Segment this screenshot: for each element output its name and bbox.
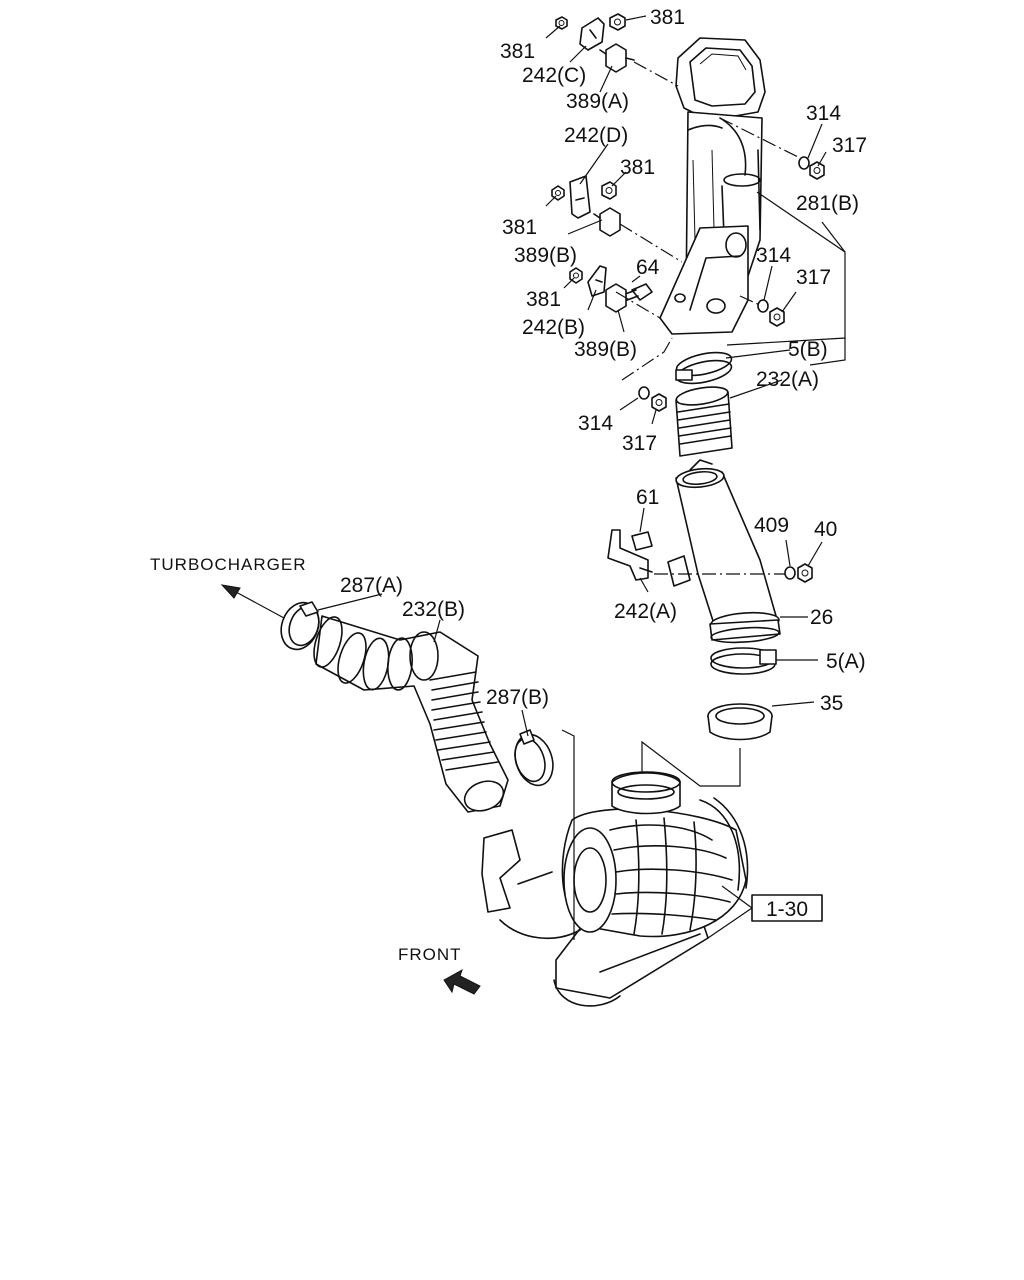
label-5a: 5(A) (826, 650, 866, 673)
label-35: 35 (820, 692, 843, 715)
callout-bracket-281b (726, 191, 846, 366)
label-314-lower: 314 (578, 412, 613, 435)
reference-box-1-30: 1-30 (707, 885, 823, 939)
label-242a: 242(A) (614, 600, 677, 623)
upper-intake-duct (659, 37, 766, 335)
label-381-mid-right: 381 (620, 156, 655, 179)
label-409: 409 (754, 514, 789, 537)
label-287a: 287(A) (340, 574, 403, 597)
clamp-287a (280, 601, 320, 651)
rubber-hose-232b (313, 615, 509, 813)
washer-nut-mid-right (739, 295, 785, 327)
turbocharger-arrow (220, 584, 285, 619)
label-381-top-left: 381 (500, 40, 535, 63)
front-arrow-icon (443, 968, 481, 995)
callout-leaders (317, 15, 827, 737)
reference-box-label: 1-30 (766, 898, 808, 921)
label-232b: 232(B) (402, 598, 465, 621)
label-64: 64 (636, 256, 660, 279)
label-287b: 287(B) (486, 686, 549, 709)
label-242c: 242(C) (522, 64, 586, 87)
label-317-mid: 317 (796, 266, 831, 289)
clamp-287b (514, 729, 554, 787)
mid-clip-parts (551, 175, 683, 263)
label-381-mid-left: 381 (502, 216, 537, 239)
label-26: 26 (810, 606, 833, 629)
label-281b: 281(B) (796, 192, 859, 215)
label-314-mid: 314 (756, 244, 791, 267)
rubber-ring-35 (707, 701, 815, 741)
connection-line-inlet (641, 740, 741, 787)
hose-clamp-5a (710, 647, 818, 675)
label-389b-upper: 389(B) (514, 244, 577, 267)
label-61: 61 (636, 486, 659, 509)
bracket-242a (607, 529, 786, 581)
label-242b: 242(B) (522, 316, 585, 339)
air-cleaner-assembly (481, 729, 749, 1007)
washer-nut-upper-right (798, 156, 825, 180)
top-clip-parts (555, 13, 809, 163)
label-242d: 242(D) (564, 124, 628, 147)
label-381-lower: 381 (526, 288, 561, 311)
washer-nut-409-40 (784, 563, 813, 583)
label-5b: 5(B) (788, 338, 828, 361)
label-317-upper: 317 (832, 134, 867, 157)
label-381-top-right: 381 (650, 6, 685, 29)
label-232a: 232(A) (756, 368, 819, 391)
rubber-hose-232a (675, 379, 783, 457)
caption-front: FRONT (398, 945, 462, 964)
caption-turbocharger: TURBOCHARGER (150, 555, 307, 574)
label-317-lower: 317 (622, 432, 657, 455)
hose-clamp-5b (675, 349, 791, 385)
elbow-pipe-26 (667, 459, 808, 644)
label-40: 40 (814, 518, 837, 541)
callout-labels: 381 381 242(C) 389(A) 242(D) 381 381 389… (150, 6, 867, 964)
label-389a: 389(A) (566, 90, 629, 113)
label-314-upper: 314 (806, 102, 841, 125)
washer-nut-lower-left (621, 337, 673, 412)
label-389b-lower: 389(B) (574, 338, 637, 361)
